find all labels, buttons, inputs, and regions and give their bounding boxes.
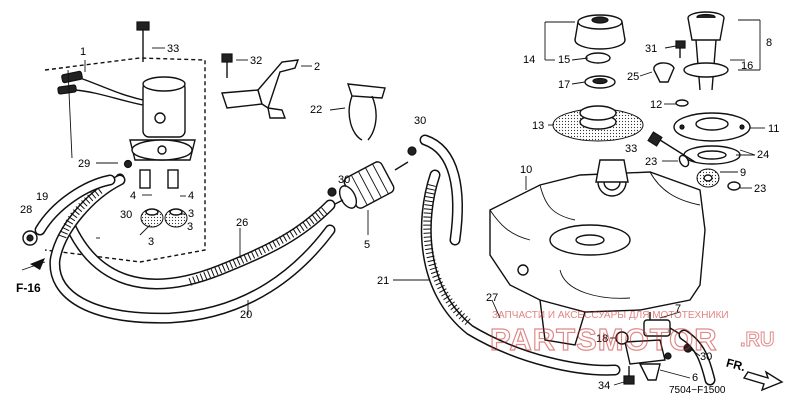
fuel-pump <box>44 57 206 263</box>
callout-31: 31 <box>645 43 657 55</box>
collar-pair <box>139 169 179 189</box>
figure-ref-label: F-16 <box>16 281 41 295</box>
callout-11: 11 <box>768 123 779 135</box>
watermark-domain: .RU <box>740 329 774 351</box>
callout-numbers: 1 33 32 2 22 30 29 4 4 30 19 28 30 3 3 3… <box>20 37 779 392</box>
callout-1: 1 <box>80 46 86 58</box>
grommet-pair <box>140 208 188 228</box>
callout-9: 9 <box>740 167 746 179</box>
callout-27: 27 <box>486 292 498 304</box>
fuel-gauge <box>683 11 761 91</box>
filler-plate <box>552 105 644 142</box>
filter-clamp <box>329 83 386 141</box>
callout-8: 8 <box>766 37 772 49</box>
fuel-hose-26 <box>64 199 336 290</box>
cap-seal <box>585 52 611 64</box>
watermark-brand: PARTSMOTOR <box>490 322 718 357</box>
drawing-code: 7504−F1500 <box>669 385 726 396</box>
fuel-cap <box>574 14 626 50</box>
callout-30a: 30 <box>414 115 426 127</box>
callout-28: 28 <box>20 204 32 216</box>
fuel-filter <box>332 161 409 235</box>
fuel-hose-21 <box>419 134 621 376</box>
bolt-32 <box>221 53 248 78</box>
valve-hose <box>678 329 716 386</box>
front-label: FR. <box>725 356 747 375</box>
fuel-hose-19 <box>34 174 116 236</box>
callout-12: 12 <box>650 99 662 111</box>
figure-reference: F-16 <box>16 258 46 295</box>
hose-clamp-28 <box>22 230 38 246</box>
callout-32: 32 <box>250 55 262 67</box>
callout-20: 20 <box>240 309 252 321</box>
pump-bracket <box>221 59 312 119</box>
callout-17: 17 <box>558 79 570 91</box>
callout-33a: 33 <box>167 43 179 55</box>
cap-gasket <box>584 75 616 89</box>
callout-30c: 30 <box>120 209 132 221</box>
callout-34: 34 <box>598 380 610 392</box>
washer-23b <box>727 181 741 191</box>
callout-22: 22 <box>310 104 322 116</box>
callout-14: 14 <box>523 54 535 66</box>
callout-5: 5 <box>364 239 370 251</box>
watermark: ЗАПЧАСТИ И АКСЕССУАРЫ ДЛЯ МОТОТЕХНИКИ PA… <box>489 310 775 358</box>
watermark-caption: ЗАПЧАСТИ И АКСЕССУАРЫ ДЛЯ МОТОТЕХНИКИ <box>492 310 729 321</box>
callout-18: 18 <box>596 333 608 345</box>
callout-10: 10 <box>520 164 532 176</box>
callout-2: 2 <box>314 61 320 73</box>
callout-4a: 4 <box>130 190 136 202</box>
gauge-retainer <box>653 62 675 83</box>
callout-3b: 3 <box>148 236 154 248</box>
callout-3c: 3 <box>187 221 193 233</box>
callout-13: 13 <box>532 120 544 132</box>
callout-25: 25 <box>627 71 639 83</box>
callout-30b: 30 <box>338 174 350 186</box>
fuel-tank <box>489 159 706 346</box>
callout-29: 29 <box>78 158 90 170</box>
tank-grommet <box>696 168 720 188</box>
bolt <box>136 21 165 62</box>
tank-mount-bolt <box>647 131 696 163</box>
callout-19: 19 <box>36 191 48 203</box>
bolt-31 <box>675 40 686 58</box>
washer-12 <box>675 99 689 107</box>
callout-6: 6 <box>692 372 698 384</box>
washer-23 <box>678 154 690 168</box>
gauge-gasket <box>683 145 741 165</box>
fuel-hose-20 <box>49 174 336 324</box>
bolt-34 <box>623 366 635 385</box>
callout-24: 24 <box>757 149 769 161</box>
callout-3a: 3 <box>188 208 194 220</box>
callout-16: 16 <box>741 60 753 72</box>
callout-4b: 4 <box>188 190 194 202</box>
front-direction: FR. <box>725 356 784 392</box>
callout-26: 26 <box>236 217 248 229</box>
valve-bracket <box>624 339 666 381</box>
callout-7: 7 <box>675 303 681 315</box>
callout-23a: 23 <box>645 156 657 168</box>
callout-30d: 30 <box>700 351 712 363</box>
gauge-base <box>673 112 751 142</box>
callout-33b: 33 <box>625 143 637 155</box>
callout-15: 15 <box>558 54 570 66</box>
callout-23b: 23 <box>754 183 766 195</box>
leader-lines <box>67 21 765 386</box>
callout-21: 21 <box>377 275 389 287</box>
